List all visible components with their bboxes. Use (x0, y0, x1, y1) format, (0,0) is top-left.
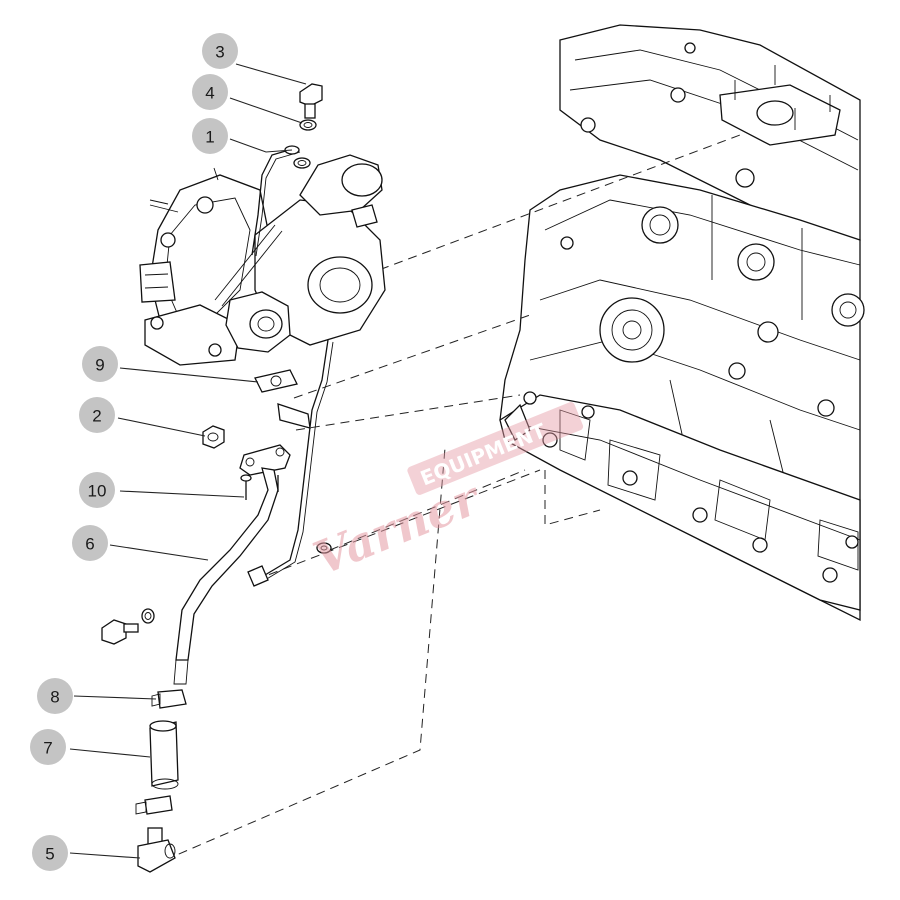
callout-6[interactable]: 6 (72, 525, 108, 561)
callout-9[interactable]: 9 (82, 346, 118, 382)
callout-5[interactable]: 5 (32, 835, 68, 871)
svg-text:8: 8 (50, 688, 59, 707)
callout-1[interactable]: 1 (192, 118, 228, 154)
oil-supply-line (247, 339, 334, 587)
banjo-bolt (293, 83, 323, 169)
oil-drain-pipe (173, 444, 291, 685)
svg-text:7: 7 (43, 739, 52, 758)
stud (240, 474, 279, 500)
hose-clamp-lower (135, 795, 173, 815)
callouts: 3 4 1 9 2 10 6 8 (30, 33, 238, 871)
callout-2[interactable]: 2 (79, 397, 115, 433)
oil-feed-pipe (251, 145, 301, 257)
svg-text:5: 5 (45, 845, 54, 864)
turbocharger (139, 154, 386, 366)
rubber-hose (149, 720, 179, 790)
watermark-script: Varner (306, 470, 490, 586)
svg-text:10: 10 (88, 482, 107, 501)
watermark-banner-text: EQUIPMENT (417, 418, 550, 490)
engine-block (499, 24, 865, 622)
callout-10[interactable]: 10 (79, 472, 115, 508)
svg-text:2: 2 (92, 407, 101, 426)
callout-8[interactable]: 8 (37, 678, 73, 714)
gasket (254, 369, 298, 393)
hose-clamp-upper (151, 689, 187, 709)
elbow-fitting (137, 827, 176, 873)
svg-text:6: 6 (85, 535, 94, 554)
callout-4[interactable]: 4 (192, 74, 228, 110)
svg-text:3: 3 (215, 43, 224, 62)
svg-text:1: 1 (205, 128, 214, 147)
callout-3[interactable]: 3 (202, 33, 238, 69)
watermark: Varner EQUIPMENT (306, 402, 584, 586)
assembly-guide-lines (164, 134, 741, 861)
svg-text:4: 4 (205, 84, 214, 103)
plug-bolt (101, 608, 155, 645)
flange-nut (202, 425, 225, 449)
svg-text:9: 9 (95, 356, 104, 375)
watermark-banner (407, 402, 584, 495)
leader-lines (69, 63, 307, 859)
callout-7[interactable]: 7 (30, 729, 66, 765)
